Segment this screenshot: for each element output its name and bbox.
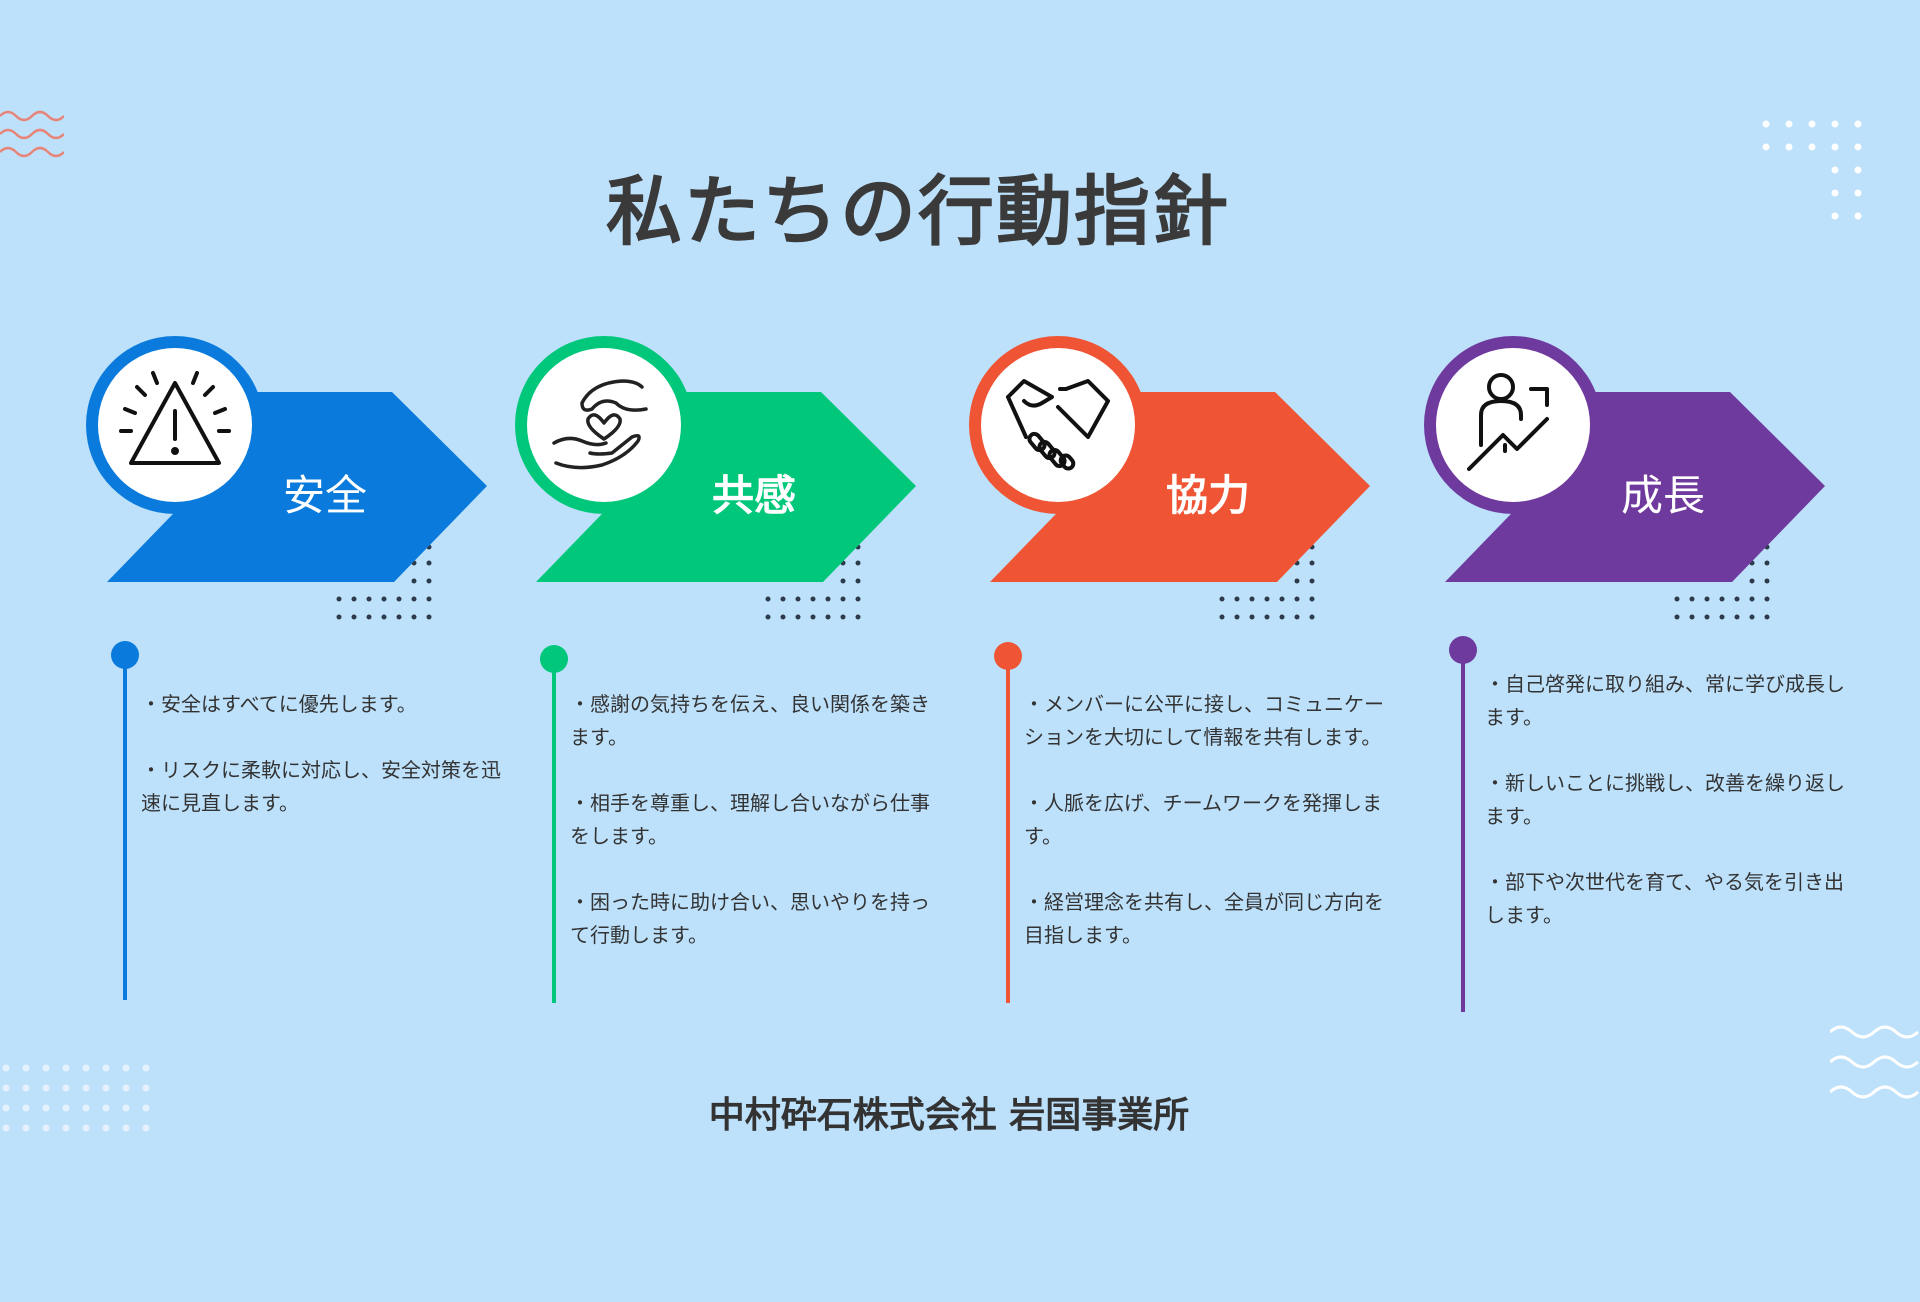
dot-pattern [1674,544,1770,620]
bullet-item: ・安全はすべてに優先します。 [141,692,417,716]
company-name: 中村砕石株式会社 岩国事業所 [708,1095,1190,1136]
dot-pattern [1219,544,1315,620]
bullet-item: ・人脈を広げ、チームワークを発揮します。 [1024,791,1382,848]
bullet-list: ・自己啓発に取り組み、常に学び成長します。・新しいことに挑戦し、改善を繰り返しま… [1485,668,1855,965]
bullet-item: ・感謝の気持ちを伝え、良い関係を築きます。 [570,692,930,749]
principle-column-1: 安全 ・安全はすべてに優先します。・リスクに柔軟に対応し、安全対策を迅速に見直し… [0,0,600,1302]
dot-grid-decoration-top-right [1762,120,1862,220]
principle-label: 成長 [1620,471,1705,520]
bullet-item: ・相手を尊重し、理解し合いながら仕事をします。 [570,791,930,848]
bullet-list: ・感謝の気持ちを伝え、良い関係を築きます。・相手を尊重し、理解し合いながら仕事を… [570,688,940,985]
bullet-item: ・部下や次世代を育て、やる気を引き出します。 [1485,870,1844,927]
bullet-item: ・メンバーに公平に接し、コミュニケーションを大切にして情報を共有します。 [1024,692,1384,749]
handshake-icon [1006,379,1110,471]
dot-pattern [765,544,861,620]
icon-background [527,348,681,502]
bullet-item: ・新しいことに挑戦し、改善を繰り返します。 [1485,771,1845,828]
warning-triangle-icon [119,371,231,465]
wave-decoration-top-left [0,110,64,158]
person-growth-arrow-icon [1467,373,1549,471]
bullet-list: ・安全はすべてに優先します。・リスクに柔軟に対応し、安全対策を迅速に見直します。 [141,688,511,853]
caring-hands-heart-icon [552,379,648,470]
timeline-line [1006,656,1010,1003]
bullet-item: ・経営理念を共有し、全員が同じ方向を目指します。 [1024,890,1384,947]
icon-background [981,348,1135,502]
bullet-list: ・メンバーに公平に接し、コミュニケーションを大切にして情報を共有します。・人脈を… [1024,688,1394,985]
timeline-line [1461,650,1465,1012]
page-title: 私たちの行動指針 [606,167,1230,256]
bullet-item: ・困った時に助け合い、思いやりを持って行動します。 [570,890,930,947]
principle-label: 協力 [1165,471,1250,520]
icon-background [1436,348,1590,502]
principle-label: 共感 [711,471,796,520]
principle-column-3: 協力 ・メンバーに公平に接し、コミュニケーションを大切にして情報を共有します。・… [883,0,1483,1302]
wave-decoration-bottom-right [1830,1025,1920,1099]
timeline-line [552,659,556,1003]
bullet-item: ・自己啓発に取り組み、常に学び成長します。 [1485,672,1845,729]
bullet-item: ・リスクに柔軟に対応し、安全対策を迅速に見直します。 [141,758,501,815]
principle-label: 安全 [282,471,367,520]
principle-column-2: 共感 ・感謝の気持ちを伝え、良い関係を築きます。・相手を尊重し、理解し合いながら… [429,0,1029,1302]
principle-column-4: 成長 ・自己啓発に取り組み、常に学び成長します。・新しいことに挑戦し、改善を繰り… [1338,0,1920,1302]
timeline-line [123,655,127,1000]
dot-grid-decoration-bottom-left [2,1064,150,1132]
